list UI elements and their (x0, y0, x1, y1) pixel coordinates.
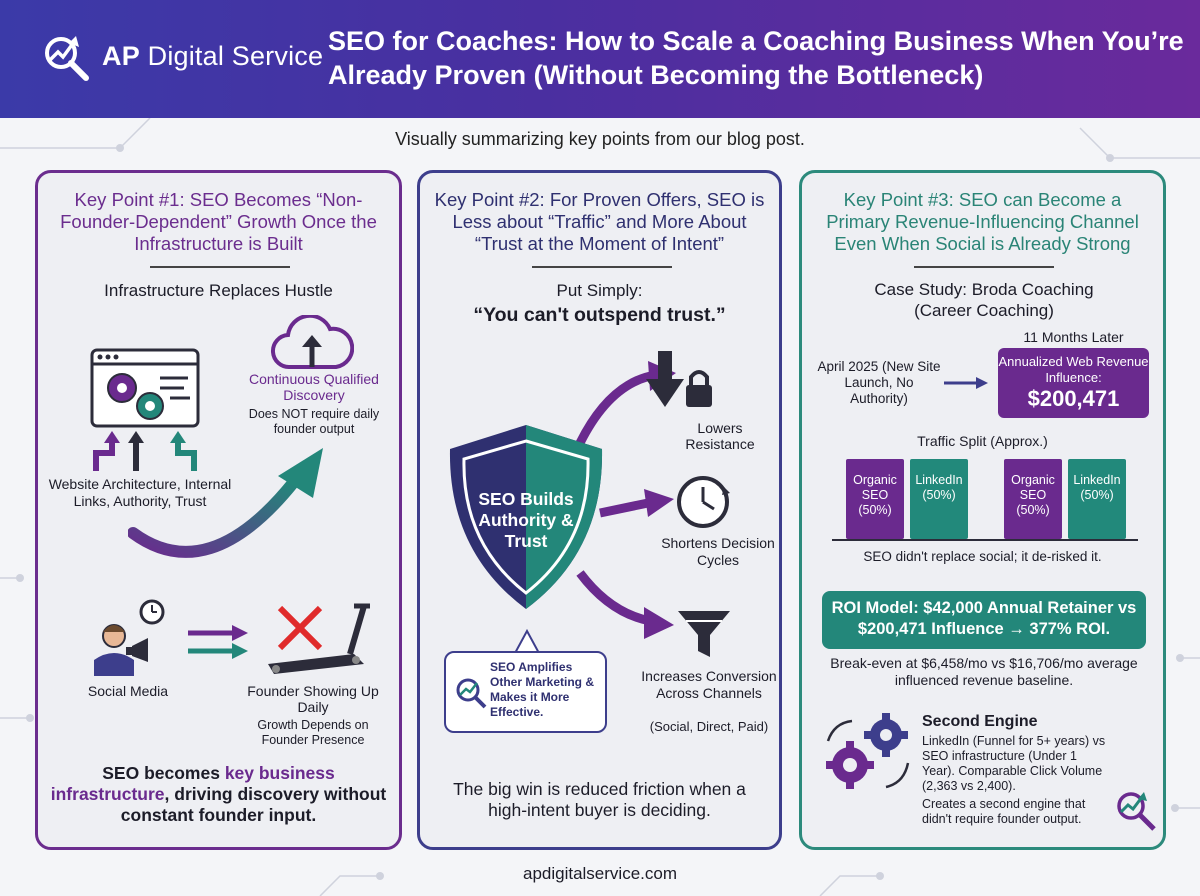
gears-icon (826, 713, 910, 789)
arrow-right-icon (944, 377, 988, 389)
seo-amplifies-callout: SEO Amplifies Other Marketing & Makes it… (444, 651, 607, 733)
cloud-upload-icon (271, 315, 354, 370)
infrastructure-label: Website Architecture, Internal Links, Au… (48, 476, 232, 509)
key-point-1-summary: SEO becomes key business infrastructure,… (50, 763, 387, 825)
trust-quote: “You can't outspend trust.” (473, 304, 726, 326)
key-point-1-panel: Key Point #1: SEO Becomes “Non-Founder-D… (35, 170, 402, 850)
key-point-1-title: Key Point #1: SEO Becomes “Non-Founder-D… (60, 189, 377, 254)
eleven-months-label: 11 Months Later (1023, 329, 1124, 345)
magnifier-growth-icon (1117, 792, 1156, 831)
discovery-note: Does NOT require daily founder output (248, 407, 380, 436)
website-gears-icon (90, 348, 200, 428)
divider (532, 266, 672, 268)
footer-url[interactable]: apdigitalservice.com (522, 864, 677, 883)
magnifier-growth-icon (456, 678, 487, 709)
benefit-arrows (575, 361, 676, 639)
benefit-channels-note: (Social, Direct, Paid) (649, 719, 769, 734)
derisk-note: SEO didn't replace social; it de-risked … (863, 549, 1102, 564)
callout-text: SEO Amplifies Other Marketing & Makes it… (490, 660, 595, 719)
bar-linkedin: LinkedIn (50%) (910, 459, 968, 539)
header-banner: AP Digital Service SEO for Coaches: How … (0, 0, 1200, 118)
key-point-2-summary: The big win is reduced friction when a h… (453, 779, 746, 820)
callout-pointer (512, 629, 542, 655)
breakeven-note: Break-even at $6,458/mo vs $16,706/mo av… (830, 655, 1138, 688)
put-simply-label: Put Simply: (556, 281, 643, 300)
key-point-2-panel: Key Point #2: For Proven Offers, SEO is … (417, 170, 782, 850)
second-engine-title: Second Engine (922, 713, 1038, 730)
shield-icon (449, 425, 603, 609)
brand-logo[interactable]: AP Digital Service (40, 30, 323, 82)
lower-resistance-icon (646, 351, 712, 407)
funnel-icon (678, 611, 730, 657)
bar-organic-seo: Organic SEO (50%) (1004, 459, 1062, 539)
divider (914, 266, 1054, 268)
bar-organic-seo: Organic SEO (50%) (846, 459, 904, 539)
second-engine-summary: Creates a second engine that didn't requ… (922, 797, 1086, 826)
case-study-title: Case Study: Broda Coaching (Career Coach… (874, 280, 1094, 320)
revenue-influence-box: Annualized Web Revenue Influence: $200,4… (998, 348, 1149, 418)
founder-note: Growth Depends on Founder Presence (257, 718, 369, 747)
subtitle: Visually summarizing key points from our… (395, 129, 805, 149)
arrows-right-icon (188, 625, 248, 659)
social-media-person-icon (94, 599, 165, 676)
founder-label: Founder Showing Up Daily (247, 683, 379, 715)
traffic-split-title: Traffic Split (Approx.) (917, 433, 1048, 449)
roi-model-box: ROI Model: $42,000 Annual Retainer vs $2… (822, 591, 1146, 649)
social-media-label: Social Media (87, 683, 169, 699)
treadmill-crossed-icon (268, 603, 370, 674)
launch-label: April 2025 (New Site Launch, No Authorit… (817, 359, 941, 406)
bar-baseline (832, 539, 1138, 541)
key-point-3-panel: Key Point #3: SEO can Become a Primary R… (799, 170, 1166, 850)
benefit-increases-conversion: Increases Conversion Across Channels (641, 668, 777, 701)
benefit-shortens-decision: Shortens Decision Cycles (661, 535, 775, 568)
revenue-label: Annualized Web Revenue Influence: (998, 354, 1149, 385)
key-point-3-title: Key Point #3: SEO can Become a Primary R… (826, 189, 1139, 254)
discovery-title: Continuous Qualified Discovery (249, 371, 379, 403)
up-arrows-icon (93, 431, 197, 471)
bar-linkedin: LinkedIn (50%) (1068, 459, 1126, 539)
infrastructure-heading: Infrastructure Replaces Hustle (104, 281, 333, 300)
benefit-lowers-resistance: Lowers Resistance (685, 420, 755, 452)
magnifier-growth-icon (45, 36, 89, 81)
divider (150, 266, 290, 268)
page-title: SEO for Coaches: How to Scale a Coaching… (328, 26, 1184, 90)
key-point-2-title: Key Point #2: For Proven Offers, SEO is … (434, 189, 765, 254)
second-engine-text: LinkedIn (Funnel for 5+ years) vs SEO in… (922, 734, 1106, 793)
clock-icon (677, 476, 730, 528)
shield-text: SEO Builds Authority & Trust (478, 489, 574, 551)
revenue-value: $200,471 (1027, 386, 1120, 411)
growth-curve-arrow (128, 448, 323, 558)
brand-name: AP Digital Service (102, 40, 324, 71)
